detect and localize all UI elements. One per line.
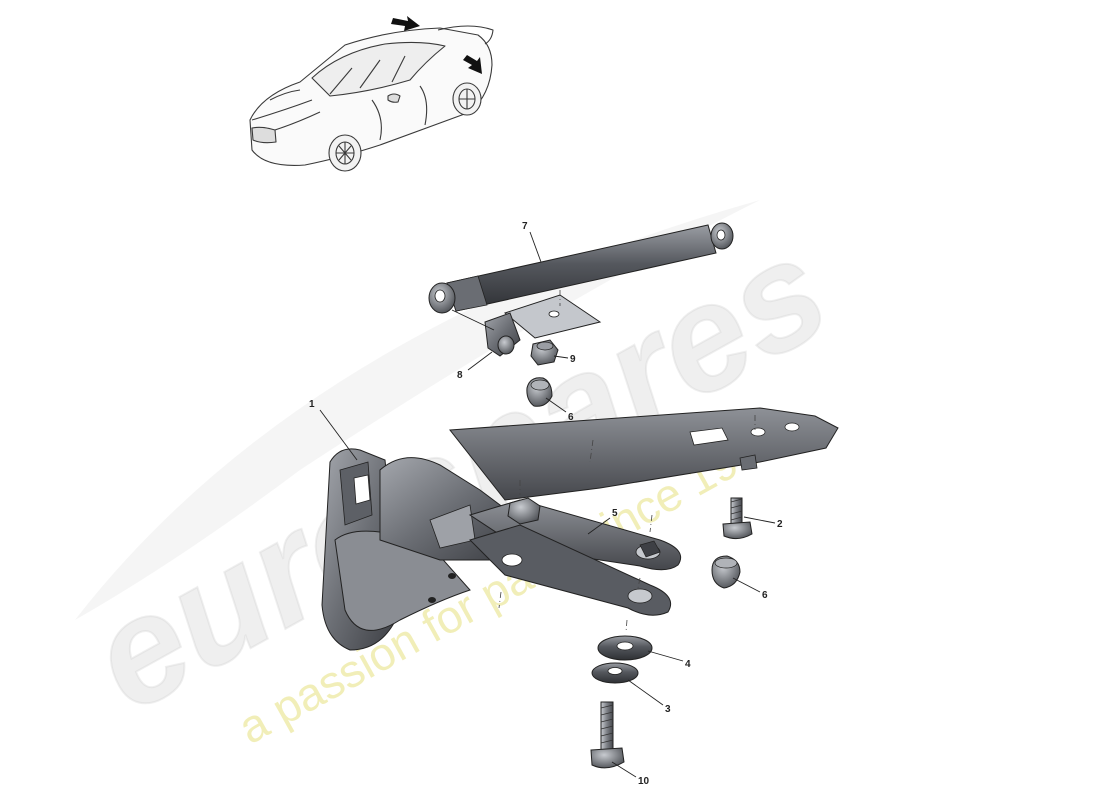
callout-9: 9: [570, 354, 576, 365]
leader-2: [743, 516, 776, 524]
strut-bracket: [484, 294, 602, 357]
callout-4: 4: [685, 659, 691, 670]
callout-7: 7: [522, 221, 528, 232]
callout-labels: 1 2 3 4 5 6 6 7 8 9 10: [309, 221, 783, 787]
watermark-swoosh: [75, 200, 760, 620]
bolt-10: [590, 701, 625, 769]
leader-9: [553, 355, 569, 359]
leader-10: [611, 761, 637, 778]
bolt-2: [722, 497, 753, 540]
leader-8: [467, 351, 493, 371]
hinge-assembly: [321, 407, 839, 651]
callout-10: 10: [638, 776, 650, 787]
leader-6b: [732, 577, 761, 593]
leader-lines: [319, 231, 776, 778]
flange-nut-9: [530, 339, 559, 366]
leader-6a: [545, 397, 567, 413]
leader-7b: [451, 309, 495, 331]
callout-3: 3: [665, 704, 671, 715]
callout-2: 2: [777, 519, 783, 530]
leader-1: [319, 409, 358, 461]
leader-4: [647, 650, 684, 662]
callout-5: 5: [612, 508, 618, 519]
callout-1: 1: [309, 399, 315, 410]
leader-7: [529, 231, 542, 263]
arrow-right-icon: [391, 16, 420, 31]
centre-lines: [498, 290, 756, 633]
rubber-cap-lower: [711, 555, 741, 589]
arrow-up-left-icon: [463, 55, 482, 74]
locator-car-illustration: [249, 25, 494, 172]
leader-3: [627, 679, 664, 706]
link-arm: [468, 497, 682, 616]
callout-6-upper: 6: [568, 412, 574, 423]
washer-4: [597, 635, 653, 661]
washer-3: [591, 662, 639, 684]
leader-5: [587, 517, 611, 535]
callout-8: 8: [457, 370, 463, 381]
rubber-cap-upper: [526, 377, 553, 407]
callout-6-lower: 6: [762, 590, 768, 601]
locator-arrows: [391, 16, 482, 74]
gas-strut: [428, 222, 734, 314]
